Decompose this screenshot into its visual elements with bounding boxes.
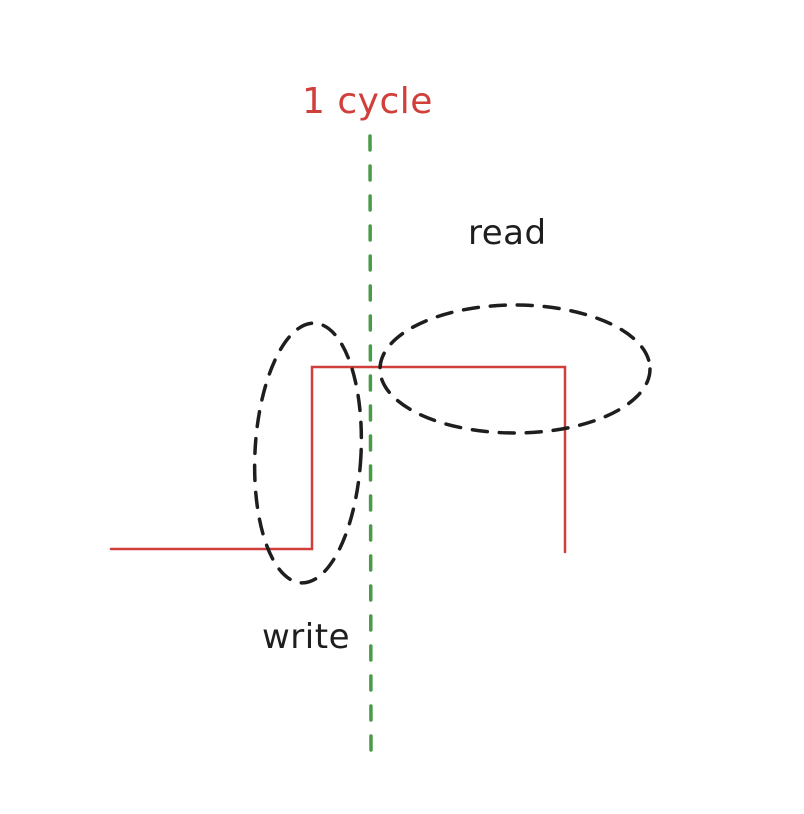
read-label: read (468, 213, 547, 253)
write-label: write (262, 617, 350, 657)
cycle-boundary-line (368, 134, 373, 754)
read-highlight-ellipse (378, 303, 652, 435)
write-highlight-ellipse (252, 321, 364, 585)
signal-waveform (109, 365, 567, 554)
cycle-label: 1 cycle (302, 81, 433, 122)
